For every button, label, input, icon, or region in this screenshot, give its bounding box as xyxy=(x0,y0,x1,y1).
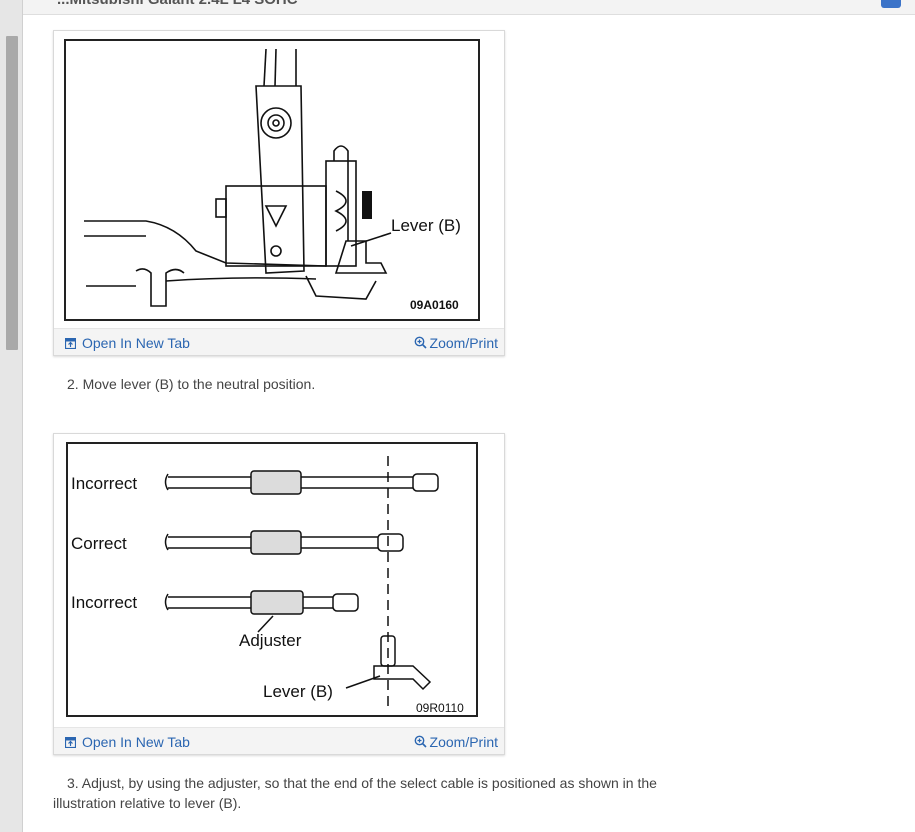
lever-b-label: Lever (B) xyxy=(391,216,461,235)
figure-code: 09R0110 xyxy=(416,701,464,715)
adjuster-label: Adjuster xyxy=(239,631,302,650)
zoom-icon xyxy=(414,735,427,748)
open-new-tab-label: Open In New Tab xyxy=(82,734,190,750)
page-title: ...Mitsubishi Galant 2.4L L4 SOHC xyxy=(57,0,298,8)
adjuster-illustration: Incorrect Correct Incorrect Adjuster Lev… xyxy=(71,456,464,715)
open-tab-icon xyxy=(65,338,76,349)
correct-label: Correct xyxy=(71,534,127,553)
lever-b-illustration: Lever (B) 09A0160 xyxy=(84,48,461,312)
scrollbar-thumb[interactable] xyxy=(6,36,18,350)
zoom-icon xyxy=(414,336,427,349)
notification-icon[interactable] xyxy=(881,0,901,8)
figure-2-toolbar: Open In New Tab Zoom/Print xyxy=(54,727,504,754)
figure-2: Incorrect Correct Incorrect Adjuster Lev… xyxy=(53,433,505,755)
open-new-tab-button[interactable]: Open In New Tab xyxy=(65,734,190,750)
zoom-print-label: Zoom/Print xyxy=(429,734,498,750)
lever-b-label: Lever (B) xyxy=(263,682,333,701)
incorrect-label-2: Incorrect xyxy=(71,593,137,612)
incorrect-label-1: Incorrect xyxy=(71,474,137,493)
open-new-tab-button[interactable]: Open In New Tab xyxy=(65,335,190,351)
step-3-text: 3. Adjust, by using the adjuster, so tha… xyxy=(53,775,657,811)
zoom-print-label: Zoom/Print xyxy=(429,335,498,351)
vertical-scrollbar[interactable] xyxy=(0,0,23,832)
step-2-text: 2. Move lever (B) to the neutral positio… xyxy=(67,376,316,392)
zoom-print-button[interactable]: Zoom/Print xyxy=(414,335,498,351)
figure-code: 09A0160 xyxy=(410,298,459,312)
figure-1-toolbar: Open In New Tab Zoom/Print xyxy=(54,328,504,355)
open-tab-icon xyxy=(65,737,76,748)
figure-1: Lever (B) 09A0160 Open In New Tab Zoom/P… xyxy=(53,30,505,356)
document-page: ...Mitsubishi Galant 2.4L L4 SOHC xyxy=(23,0,915,832)
figure-2-image: Incorrect Correct Incorrect Adjuster Lev… xyxy=(66,442,478,717)
figure-1-image: Lever (B) 09A0160 xyxy=(64,39,480,321)
zoom-print-button[interactable]: Zoom/Print xyxy=(414,734,498,750)
open-new-tab-label: Open In New Tab xyxy=(82,335,190,351)
header-bar: ...Mitsubishi Galant 2.4L L4 SOHC xyxy=(23,0,915,15)
